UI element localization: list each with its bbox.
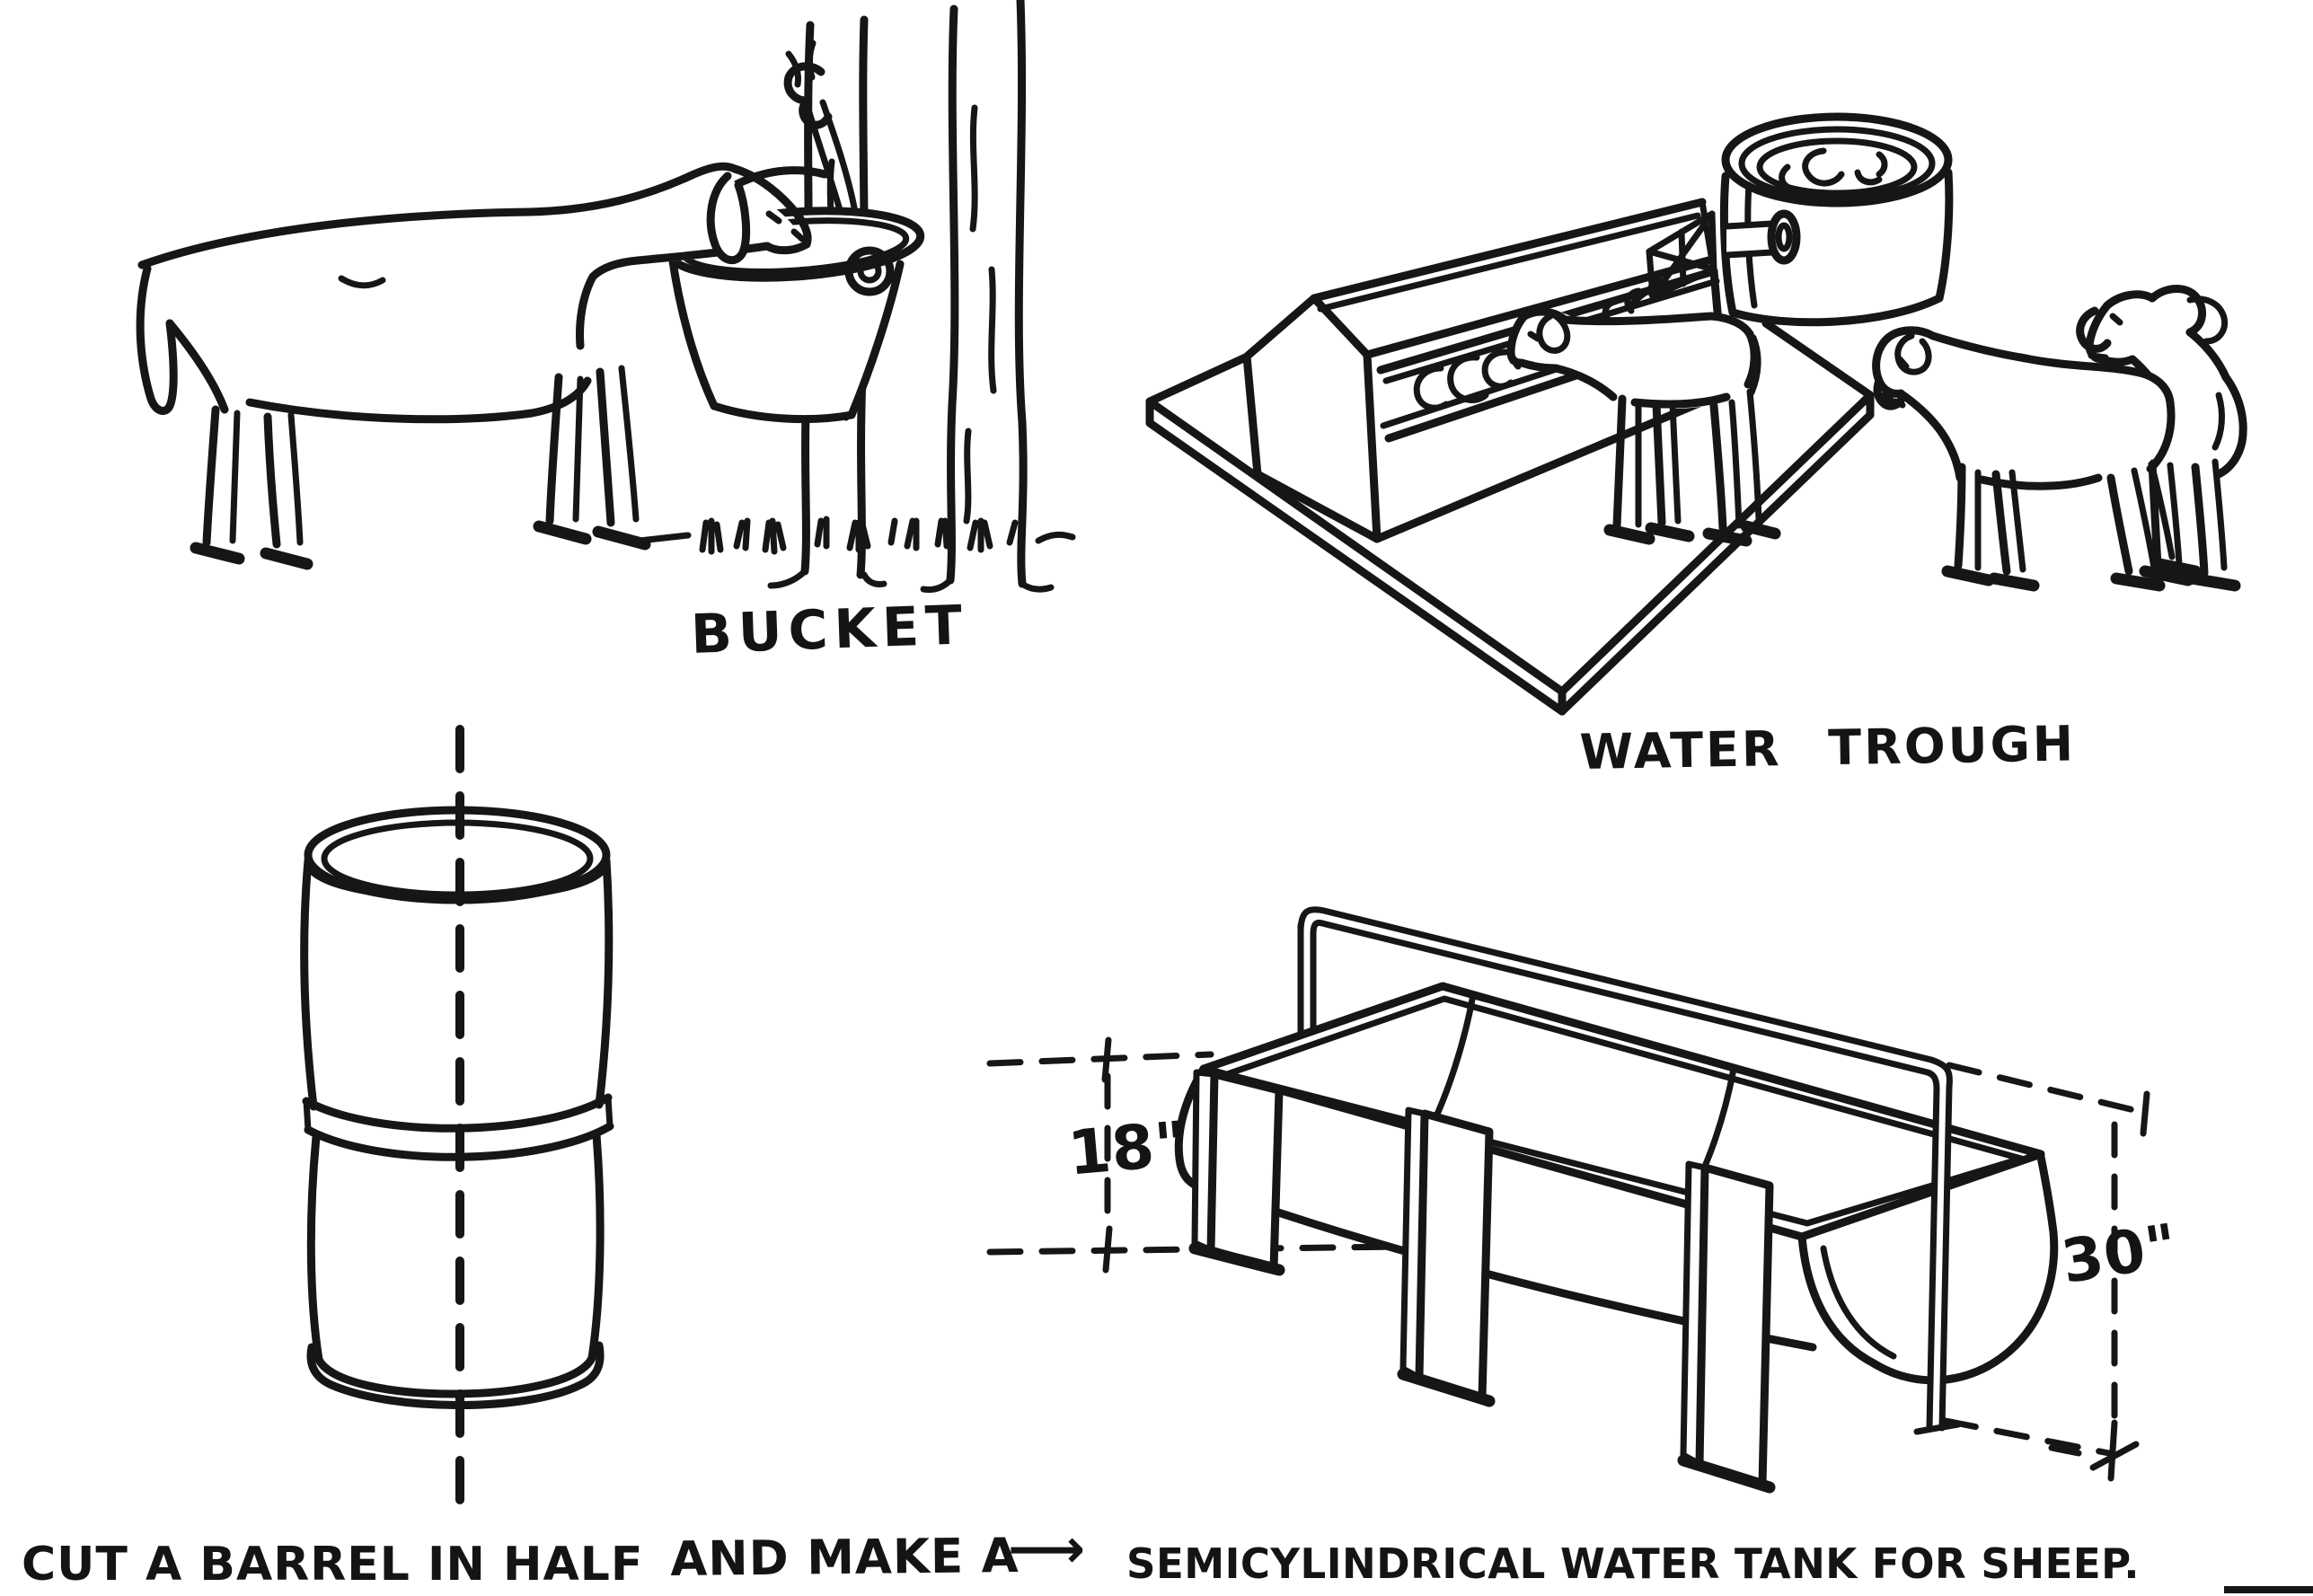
bucket-label: BUCKET: [690, 594, 970, 666]
water-trough-label: WATER TROUGH: [1579, 715, 2077, 780]
caption-part3: SEMICYLINDRICAL WATER TANK FOR SHEEP.: [1126, 1539, 2141, 1588]
supply-pipe: [1723, 209, 1801, 265]
dimension-18in: [986, 1036, 1214, 1274]
arrow-icon: ⟶: [1008, 1518, 1087, 1581]
caption-part1: CUT A BARREL IN HALF: [22, 1538, 644, 1592]
concrete-platform: [1145, 319, 1875, 716]
dim-18-label: 18": [1065, 1108, 1191, 1190]
bucket-ring: [844, 246, 895, 296]
page-edge-mark: [2224, 1586, 2313, 1593]
water-tank-cylinder: [1719, 112, 1954, 327]
semicylindrical-tank: [986, 906, 2059, 1494]
sheep-drinking-from-bucket: [136, 162, 812, 570]
standing-sheep-ewe: [1872, 326, 2202, 592]
sheep-drinking-at-trough: [1506, 307, 1781, 547]
caption-part2: AND MAKE A: [670, 1528, 1020, 1587]
dimension-30in: [1942, 1062, 2152, 1482]
grass: [636, 516, 1076, 555]
